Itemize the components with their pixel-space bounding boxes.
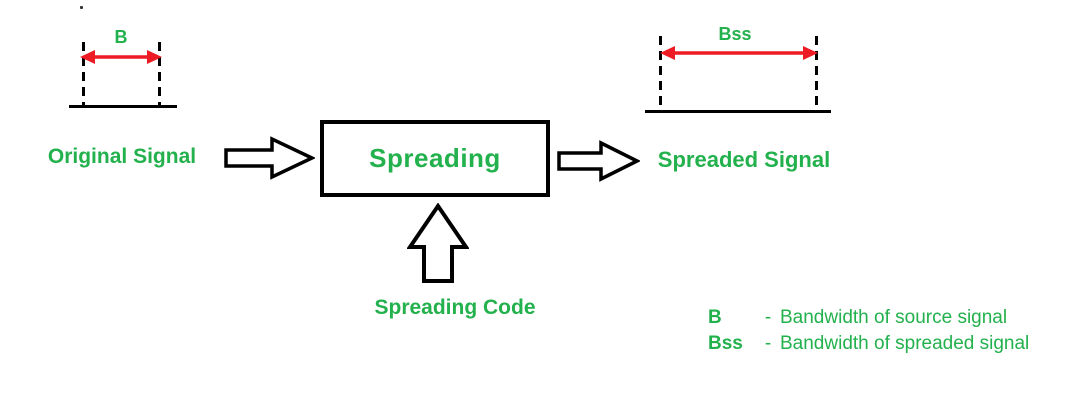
legend-description: Bandwidth of source signal [780,307,1008,328]
arrow-up-icon [407,203,469,283]
spreading-box: Spreading [320,120,550,197]
source-bandwidth-label: B [114,27,128,47]
stray-dot [80,6,83,9]
spreading-code-label: Spreading Code [374,296,536,319]
source-band-left-boundary [82,42,85,108]
spread-bandwidth-label: Bss [718,24,752,44]
source-baseline [69,105,177,108]
legend-row-b: B - Bandwidth of source signal [708,305,1029,331]
arrow-right-icon [224,136,315,180]
spreading-box-label: Spreading [369,143,501,173]
legend-description: Bandwidth of spreaded signal [780,333,1030,354]
spread-band-left-boundary [659,36,662,112]
spreaded-signal-label: Spreaded Signal [657,147,831,172]
legend: B - Bandwidth of source signal Bss - Ban… [708,305,1029,357]
legend-term: B [708,307,722,328]
legend-separator: - [764,333,772,354]
legend-row-bss: Bss - Bandwidth of spreaded signal [708,331,1029,357]
spread-band-right-boundary [815,36,818,112]
legend-term: Bss [708,333,743,354]
original-signal-label: Original Signal [47,145,197,168]
legend-separator: - [764,307,772,328]
source-bandwidth-double-arrow-icon [80,50,162,64]
source-band-right-boundary [158,42,161,108]
spread-bandwidth-double-arrow-icon [660,46,818,60]
spread-baseline [645,110,831,113]
arrow-right-icon [557,140,640,182]
